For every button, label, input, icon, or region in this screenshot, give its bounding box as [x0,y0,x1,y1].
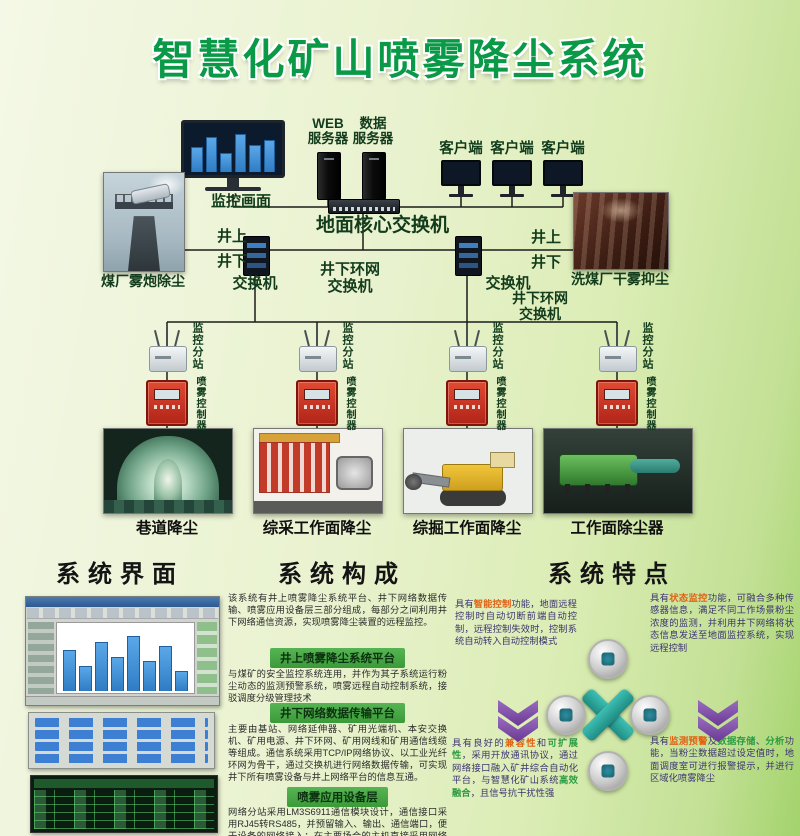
platform-desc-2: 主要由基站、网络延伸器、矿用光端机、本安交换机、矿用电源、井下环网、矿用网线和矿… [228,724,447,782]
interface-screenshot-table [30,775,218,833]
underground-label-left: 井下 [216,253,247,270]
monitor-label: 监控画面 [210,193,271,210]
scene-label-dust-remover: 工作面除尘器 [570,520,664,537]
ring-switch-icon-left [243,236,270,276]
client-monitor-icon-1 [441,160,481,197]
tunnel-photo [103,428,233,514]
washing-plant-label: 洗煤厂干雾抑尘 [571,271,669,287]
monitor-mini-chart [191,128,275,172]
heading-system-composition: 系统构成 [278,561,406,588]
client-label-3: 客户端 [541,141,585,157]
data-server-icon [362,152,386,200]
table-grid [34,790,214,829]
composition-intro: 该系统有井上喷雾降尘系统平台、井下网络数据传输、喷雾应用设备层三部分组成，每部分… [228,593,447,627]
controller-label-3: 喷雾控制器 [494,376,505,431]
ring-switch-icon-right [455,236,482,276]
spray-controller-icon-4 [596,380,638,426]
feature-hub-node-icon-left [546,695,586,735]
switch-label-right: 交换机 [485,275,531,292]
feature-block-smart-control: 具有智能控制功能，地面远程控制时自动切断前端自动控制，远程控制失效时，控制系统自… [455,599,577,647]
client-label-1: 客户端 [439,141,483,157]
screenshot-sidebar [28,622,54,694]
interface-screenshot-controls [28,712,215,769]
substation-label-1: 监控分站 [191,322,203,370]
web-server-icon [317,152,341,200]
feature-block-compatibility: 具有良好的兼容性和可扩展性，采用开放通讯协议，通过网络接口融入矿井综合自动化平台… [452,738,578,798]
feature-hub-node-icon-right [630,695,670,735]
ring-switch-label-center: 井下环网 交换机 [319,261,380,295]
client-monitor-icon-2 [492,160,532,197]
scene-label-mining: 综采工作面降尘 [262,520,372,537]
fog-cannon-photo [103,172,185,272]
platform-title-3: 喷雾应用设备层 [287,787,388,807]
client-monitor-icon-3 [543,160,583,197]
platform-desc-1: 与煤矿的安全监控系统连用，并作为其子系统运行粉尘动态的监测预警系统，喷雾远程自动… [228,669,447,703]
surface-label-right: 井上 [530,229,561,246]
page-title: 智慧化矿山喷雾降尘系统 [152,36,648,83]
dust-remover-photo [543,428,693,514]
screenshot-toolbar [27,608,218,619]
underground-label-right: 井下 [530,254,561,271]
spray-controller-icon-2 [296,380,338,426]
substation-icon-3 [447,330,487,372]
controller-label-1: 喷雾控制器 [194,376,205,431]
controller-label-2: 喷雾控制器 [344,376,355,431]
button-row [35,754,208,763]
roadheader-photo [403,428,533,514]
feature-hub-node-icon-bottom [588,751,628,791]
platform-desc-3: 网络分站采用LM3S6911通信模块设计，通信接口采用RJ45转RS485，并预… [228,807,447,836]
core-switch-icon [328,199,400,214]
screenshot-statusbar [26,696,219,705]
core-switch-label: 地面核心交换机 [315,215,449,236]
feature-block-status-monitoring: 具有状态监控功能，可融合多种传感器信息，满足不同工作场景粉尘浓度的监测，并利用井… [650,593,794,653]
heading-system-interface: 系统界面 [56,561,184,588]
double-chevron-down-icon-left [498,700,538,744]
fog-cannon-label: 煤厂雾炮除尘 [101,273,185,289]
substation-label-2: 监控分站 [341,322,353,370]
controller-label-4: 喷雾控制器 [644,376,655,431]
web-server-label: WEB 服务器 [307,116,349,147]
client-label-2: 客户端 [490,141,534,157]
spray-controller-icon-1 [146,380,188,426]
button-row [35,742,208,751]
platform-title-1: 井上喷雾降尘系统平台 [270,648,405,668]
ring-switch-label-lower: 井下环网 交换机 [512,290,568,322]
heading-system-features: 系统特点 [548,561,676,588]
button-row [35,730,208,739]
spray-controller-icon-3 [446,380,488,426]
substation-icon-4 [597,330,637,372]
screenshot-bar-chart [63,627,188,691]
button-row [35,718,208,727]
screenshot-titlebar [26,597,219,607]
monitoring-screen-icon [181,120,285,191]
data-server-label: 数据 服务器 [352,116,394,147]
surface-label-left: 井上 [216,228,247,245]
washing-plant-photo [573,192,669,270]
platform-title-2: 井下网络数据传输平台 [270,703,405,723]
double-chevron-down-icon-right [698,700,738,744]
substation-icon-2 [297,330,337,372]
switch-label-left: 交换机 [232,275,278,292]
substation-icon-1 [147,330,187,372]
mining-face-photo [253,428,383,514]
table-header-row [34,779,214,788]
screenshot-right-panel [197,622,217,694]
substation-label-3: 监控分站 [491,322,503,370]
interface-screenshot-chart [25,596,220,706]
scene-label-roadheader: 综掘工作面降尘 [412,520,522,537]
scene-label-tunnel: 巷道降尘 [135,520,198,537]
substation-label-4: 监控分站 [641,322,653,370]
feature-hub-node-icon-top [588,639,628,679]
